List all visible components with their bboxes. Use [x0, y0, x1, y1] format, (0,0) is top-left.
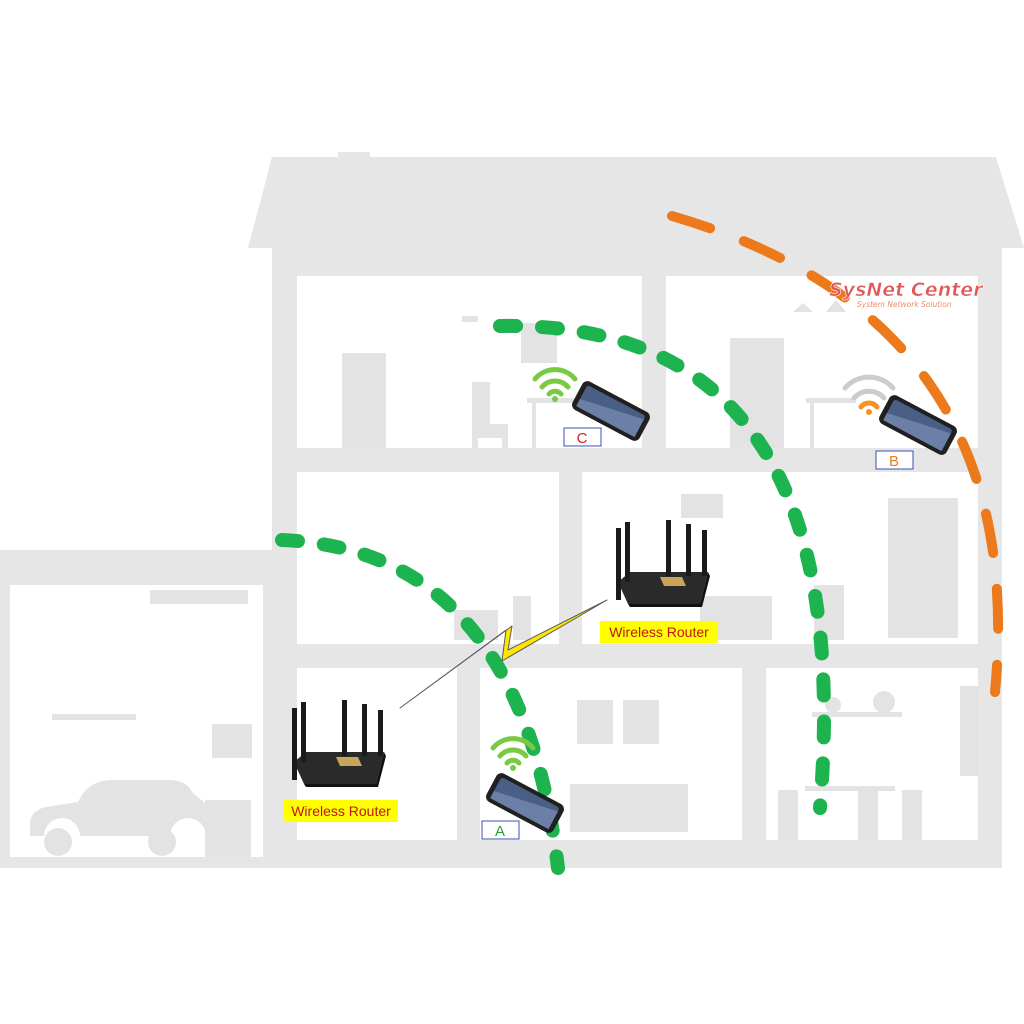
- device-a: A: [481, 736, 564, 840]
- garage-cabinet: [205, 800, 251, 857]
- dining-table: [805, 786, 895, 791]
- device-b: B: [842, 374, 957, 470]
- brand-name: SysNet Center: [829, 279, 984, 301]
- desk-leg: [532, 403, 536, 448]
- router-icon: [616, 520, 710, 607]
- tv: [212, 724, 252, 758]
- fridge: [960, 686, 978, 776]
- roof: [248, 157, 1024, 248]
- coverage-arc-weak-signal: [667, 211, 1004, 697]
- coverage-arcs: [275, 211, 1004, 875]
- vase: [513, 596, 531, 640]
- router-icon: [292, 700, 386, 787]
- shelf: [812, 712, 902, 717]
- chair-3: [902, 790, 922, 840]
- ceiling-lamp-1: [793, 303, 813, 312]
- bowl-1: [825, 697, 841, 713]
- device-label: A: [495, 823, 505, 840]
- garage-shelf: [150, 590, 248, 604]
- coverage-arc-router-downstairs: [275, 533, 565, 875]
- car-wheel-rear: [148, 828, 176, 856]
- wireless-link-bolt: [399, 599, 608, 709]
- brand-logo: SysNet Center System Network Solution: [829, 279, 985, 309]
- wall-frame-1: [577, 700, 613, 744]
- wifi-icon: [490, 736, 536, 771]
- device-label: C: [577, 430, 588, 447]
- tall-cabinet: [888, 498, 958, 638]
- garage-lamp: [52, 714, 136, 720]
- bowl-2: [873, 691, 895, 713]
- router-label-bg: [600, 621, 718, 643]
- pendant-lamp: [462, 316, 478, 322]
- wardrobe: [342, 353, 386, 448]
- router-label: Wireless Router: [609, 624, 709, 640]
- brand-tagline: System Network Solution: [857, 300, 952, 309]
- chimney: [338, 152, 370, 160]
- picture-frame: [681, 494, 723, 518]
- car-wheel-front: [44, 828, 72, 856]
- router-upstairs: Wireless Router: [600, 520, 718, 643]
- chair-2: [858, 790, 878, 840]
- car: [30, 780, 222, 836]
- couch: [570, 784, 688, 832]
- device-label: B: [889, 453, 899, 470]
- coverage-arc-router-upstairs: [493, 318, 831, 815]
- device-label-box: [481, 820, 520, 840]
- router-label: Wireless Router: [291, 803, 391, 819]
- chair-1: [778, 790, 798, 840]
- wall-frame-2: [623, 700, 659, 744]
- side-desk: [806, 398, 856, 403]
- device-label-box: [875, 450, 914, 470]
- device-c: C: [532, 367, 650, 447]
- side-desk-leg: [810, 403, 814, 448]
- wifi-icon-weak: [842, 374, 896, 415]
- device-label-box: [563, 427, 602, 447]
- cabinet: [730, 338, 784, 448]
- smartphone-icon: [486, 773, 564, 833]
- smartphone-icon: [572, 381, 650, 441]
- router-label-bg: [284, 800, 398, 822]
- smartphone-icon: [879, 395, 957, 455]
- armchair: [472, 382, 508, 448]
- router-downstairs: Wireless Router: [284, 700, 398, 822]
- ceiling-lamp-2: [826, 300, 846, 312]
- wifi-icon: [532, 367, 578, 402]
